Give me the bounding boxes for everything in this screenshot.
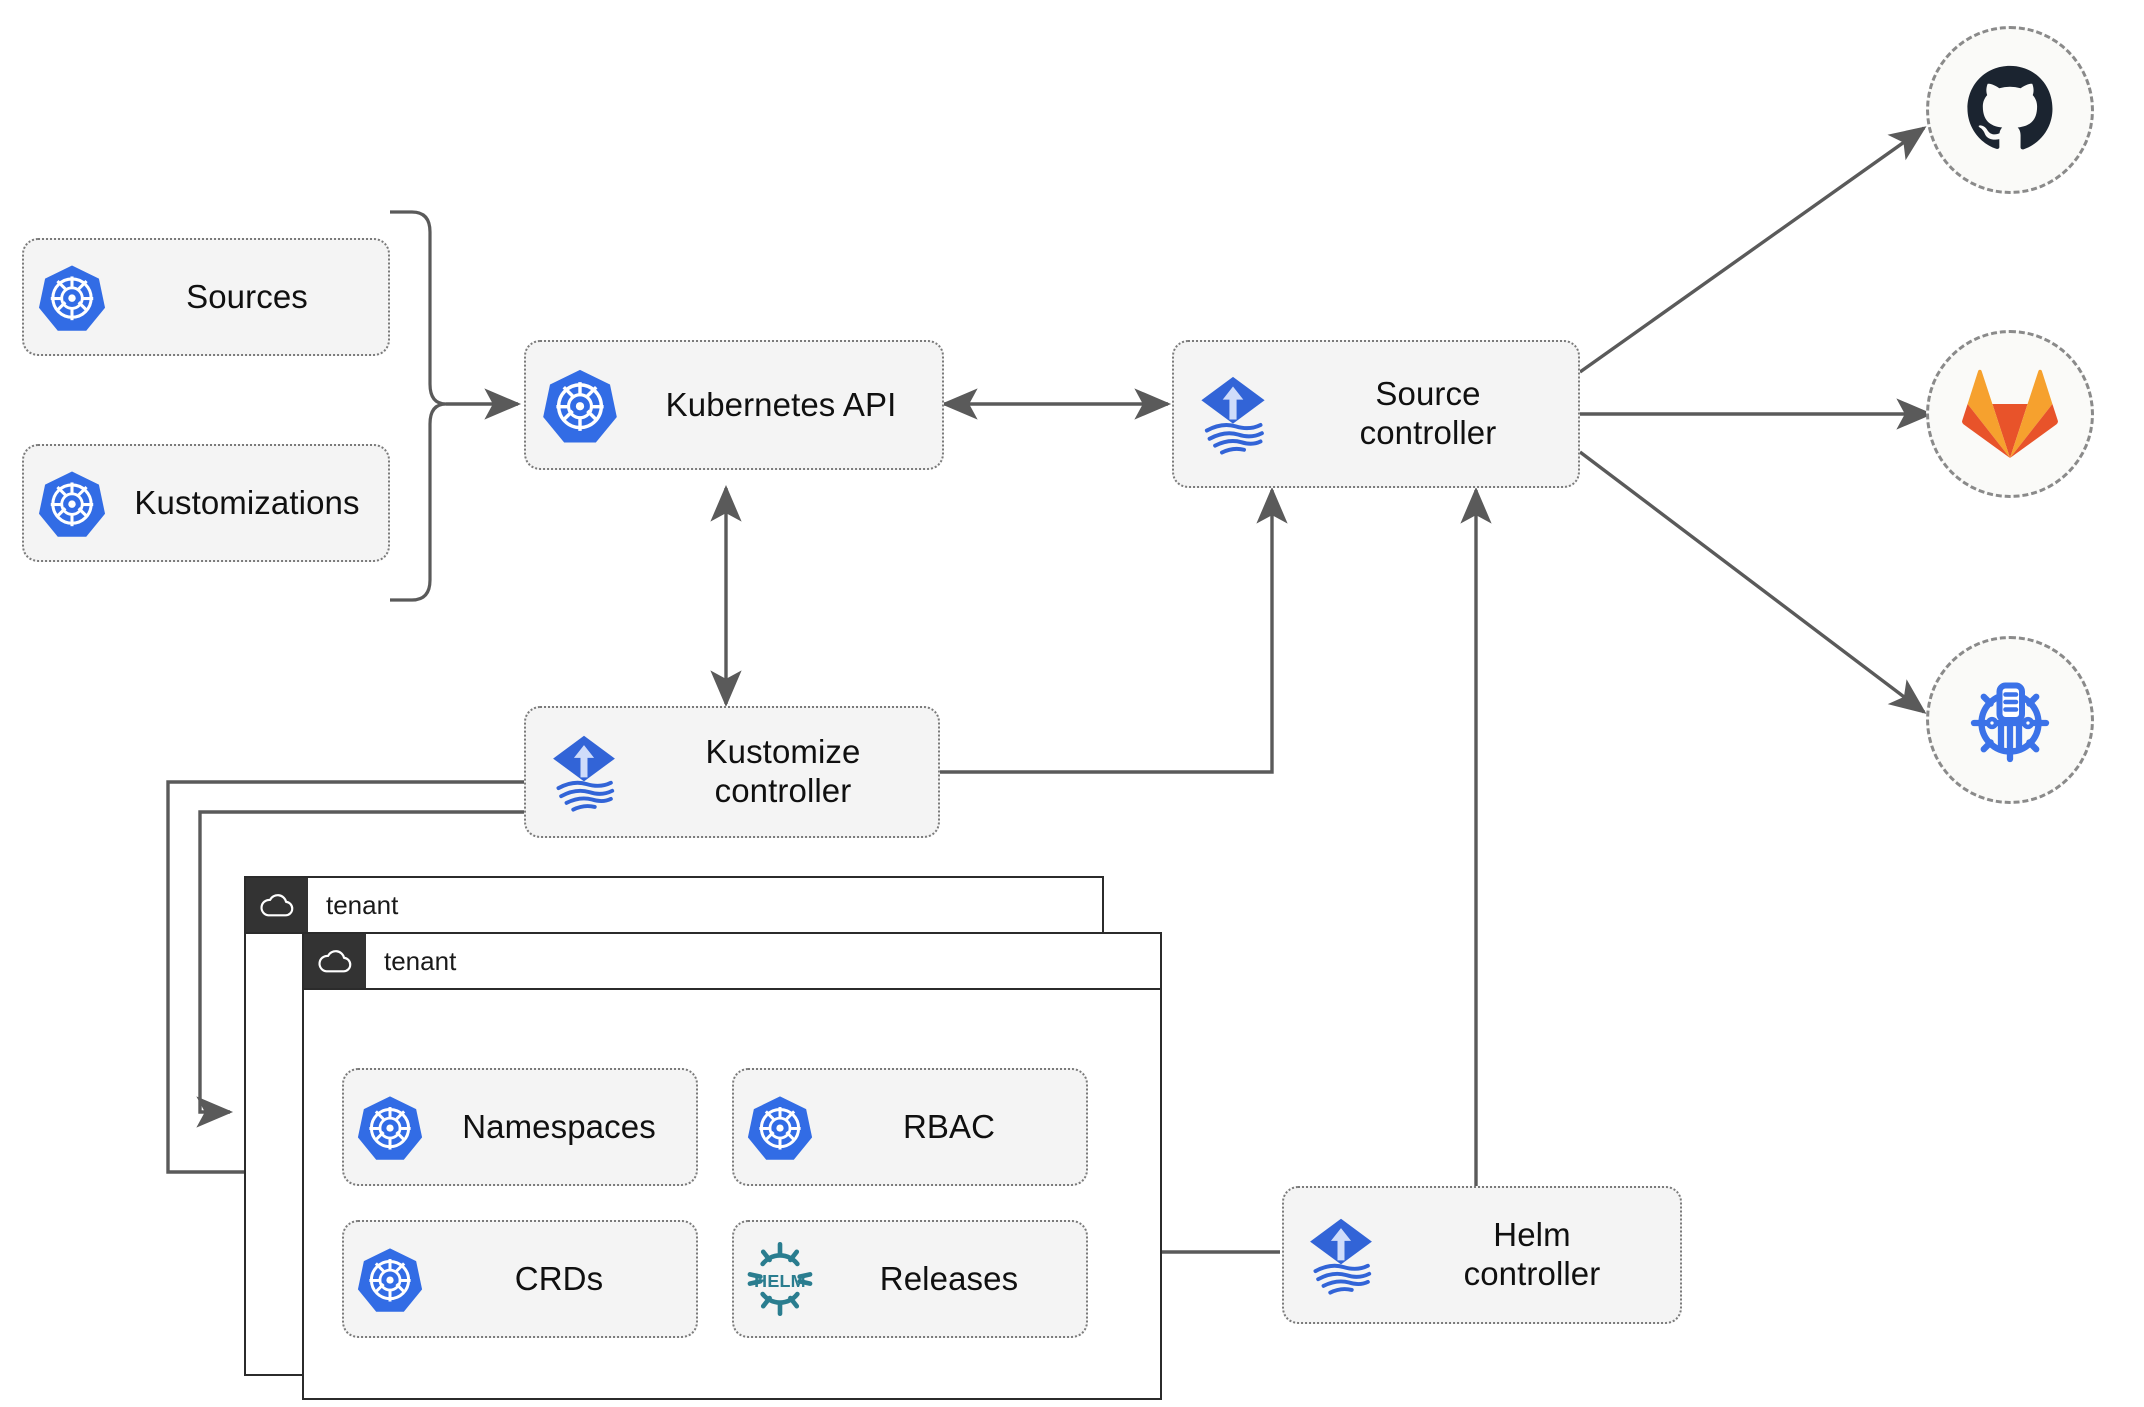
kubernetes-api-node[interactable]: Kubernetes API [524, 340, 944, 470]
flux-icon [1174, 370, 1292, 458]
external-source-github[interactable] [1926, 26, 2094, 194]
tenant-titlebar: tenant [246, 878, 1102, 934]
helm-controller-label-line1: Helm [1493, 1216, 1571, 1254]
github-icon [1967, 65, 2053, 150]
kustomize-controller-node[interactable]: Kustomize controller [524, 706, 940, 838]
source-controller-label-line1: Source [1375, 375, 1481, 413]
flux-icon [526, 729, 642, 815]
kubernetes-icon [344, 1093, 436, 1161]
tenant-resource-namespaces[interactable]: Namespaces [342, 1068, 698, 1186]
kubernetes-icon [24, 262, 120, 332]
tenant-resource-rbac[interactable]: RBAC [732, 1068, 1088, 1186]
source-controller-node[interactable]: Source controller [1172, 340, 1580, 488]
resource-node-kustomizations[interactable]: Kustomizations [22, 444, 390, 562]
source-controller-label-line2: controller [1359, 414, 1497, 451]
resource-label: Sources [186, 277, 308, 315]
cloud-icon [246, 878, 308, 932]
cloud-icon [304, 934, 366, 988]
external-source-registry[interactable] [1926, 636, 2094, 804]
tenant-name-label: tenant [384, 945, 457, 976]
source-controller-label: Source controller [1292, 375, 1578, 453]
kubernetes-icon [526, 366, 634, 444]
helm-controller-label: Helm controller [1398, 1216, 1680, 1294]
tenant-titlebar: tenant [304, 934, 1160, 990]
flux-icon [1284, 1212, 1398, 1298]
kustomize-controller-label-line1: Kustomize [705, 733, 861, 771]
resource-node-sources[interactable]: Sources [22, 238, 390, 356]
helm-controller-label-line2: controller [1463, 1255, 1601, 1292]
tenant-name-label: tenant [326, 889, 399, 920]
kubernetes-icon [344, 1245, 436, 1313]
tenant-resource-label: RBAC [902, 1107, 996, 1145]
kubernetes-icon [24, 468, 120, 538]
kustomize-controller-label-line2: controller [714, 772, 852, 809]
kubernetes-api-label: Kubernetes API [665, 385, 897, 423]
tenant-resource-label: CRDs [514, 1259, 604, 1297]
resource-label: Kustomizations [134, 483, 360, 521]
external-source-gitlab[interactable] [1926, 330, 2094, 498]
tenant-window-front[interactable]: tenant Namespaces [302, 932, 1162, 1400]
kubernetes-icon [734, 1093, 826, 1161]
tenant-resource-releases[interactable]: HELM Releases [732, 1220, 1088, 1338]
svg-text:HELM: HELM [754, 1271, 806, 1291]
helm-icon: HELM [734, 1242, 826, 1316]
tenant-resource-crds[interactable]: CRDs [342, 1220, 698, 1338]
helm-registry-icon [1970, 682, 2050, 763]
kustomize-controller-label: Kustomize controller [642, 733, 938, 811]
tenant-resource-label: Namespaces [462, 1107, 656, 1145]
helm-controller-node[interactable]: Helm controller [1282, 1186, 1682, 1324]
tenant-resource-label: Releases [879, 1259, 1019, 1297]
gitlab-icon [1962, 369, 2058, 458]
